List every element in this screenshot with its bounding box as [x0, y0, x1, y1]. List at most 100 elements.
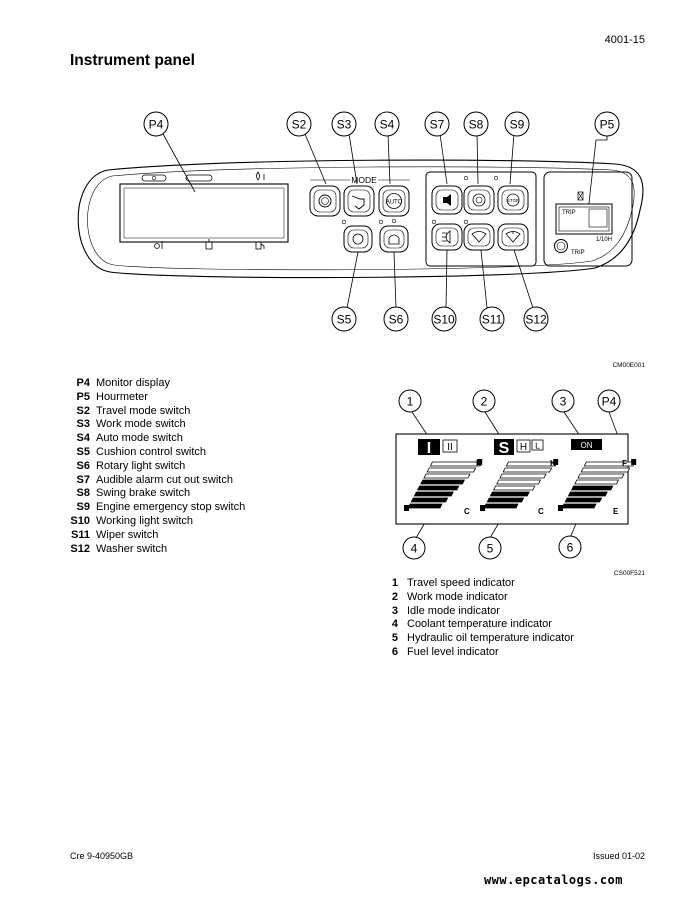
- trip-button-label: TRIP: [571, 250, 585, 256]
- callout-top: 1 2 3 P4: [398, 389, 621, 413]
- legend-item: S3 Work mode switch: [62, 418, 245, 432]
- svg-text:S6: S6: [389, 313, 404, 327]
- led-indicator: [341, 219, 347, 225]
- rotary-light-switch[interactable]: [379, 225, 409, 253]
- led-indicator: [378, 219, 384, 225]
- leader-lines: [162, 133, 608, 309]
- trip-label: TRIP: [562, 210, 576, 216]
- wiper-switch[interactable]: [463, 223, 495, 251]
- gauge-segment: [577, 473, 625, 479]
- figure-code: CS00F521: [613, 570, 645, 577]
- wiper-icon: [471, 231, 487, 243]
- legend-code: 5: [391, 632, 398, 645]
- coolant-icon: [154, 241, 163, 249]
- work-mode-switch[interactable]: [343, 185, 375, 217]
- led-indicator: [431, 219, 437, 225]
- cushion-control-switch[interactable]: [343, 225, 373, 253]
- oil-can-icon: [256, 171, 265, 181]
- legend-text: Work mode switch: [96, 418, 186, 431]
- beacon-icon: [388, 234, 400, 245]
- gauge1-high-label: H: [476, 459, 482, 468]
- gauge-cap: [480, 505, 485, 511]
- hydraulic-oil-temperature-gauge: [480, 459, 559, 511]
- hourmeter-display: [555, 203, 613, 235]
- figure-code: CM00E001: [612, 362, 645, 369]
- legend-text: Washer switch: [96, 542, 168, 555]
- coolant-temperature-gauge: [404, 459, 483, 511]
- svg-text:S2: S2: [292, 118, 307, 132]
- excavator-bucket-icon: [351, 195, 365, 210]
- gauge-cap: [558, 505, 563, 511]
- hydraulic-icon: [205, 239, 213, 250]
- page-title: Instrument panel: [70, 52, 195, 69]
- swing-brake-switch[interactable]: [463, 185, 495, 215]
- svg-text:I: I: [427, 440, 431, 457]
- legend-text: Hourmeter: [96, 390, 148, 403]
- gauge-cap: [631, 459, 637, 465]
- gauge-segment: [410, 497, 449, 503]
- gauge-segment: [580, 467, 631, 473]
- svg-text:3: 3: [560, 395, 567, 409]
- auto-mode-switch[interactable]: AUTO: [378, 185, 410, 217]
- legend-text: Wiper switch: [96, 528, 159, 541]
- legend-text: Travel speed indicator: [407, 577, 515, 589]
- svg-text:6: 6: [567, 541, 574, 555]
- gauge-segment: [483, 503, 519, 509]
- alarm-cut-out-switch[interactable]: [431, 185, 463, 215]
- legend-text: Audible alarm cut out switch: [96, 473, 233, 486]
- legend-code: S9: [76, 501, 90, 514]
- svg-text:S7: S7: [430, 118, 445, 132]
- gauge-cap: [477, 459, 483, 465]
- legend-text: Working light switch: [96, 514, 193, 527]
- svg-text:P4: P4: [602, 395, 617, 409]
- washer-switch[interactable]: [497, 223, 529, 251]
- hourglass-icon: [577, 191, 584, 201]
- monitor-display: [119, 183, 289, 243]
- gauge-segment: [499, 473, 547, 479]
- svg-text:5: 5: [487, 542, 494, 556]
- svg-text:S8: S8: [469, 118, 484, 132]
- gauge3-high-label: F: [622, 459, 627, 468]
- gauge-segment: [413, 491, 454, 497]
- gauge-segment: [496, 479, 542, 485]
- svg-text:L: L: [535, 441, 540, 451]
- svg-text:4: 4: [411, 542, 418, 556]
- document-code: Cre 9-40950GB: [70, 851, 134, 861]
- brake-icon: [472, 193, 486, 207]
- legend-code: 4: [391, 618, 398, 631]
- legend-text: Monitor display: [96, 377, 170, 389]
- legend-code: P5: [76, 390, 90, 403]
- legend-text: Swing brake switch: [96, 487, 191, 500]
- legend-code: S6: [76, 459, 90, 472]
- emergency-stop-switch[interactable]: STOP: [497, 185, 529, 215]
- led-indicator: [463, 175, 469, 181]
- mode-label: MODE: [351, 175, 377, 185]
- trip-reset-button[interactable]: [554, 239, 568, 253]
- legend-text: Travel mode switch: [96, 404, 191, 417]
- gauge-segment: [416, 485, 460, 491]
- gauge-segment: [420, 479, 466, 485]
- stop-label: STOP: [507, 198, 519, 203]
- legend-text: Rotary light switch: [96, 459, 186, 472]
- gauge-segment: [583, 461, 636, 467]
- working-light-switch[interactable]: [431, 223, 463, 251]
- work-light-icon: [442, 230, 451, 244]
- indicator-lamp: [185, 174, 213, 182]
- legend-code: S3: [76, 418, 90, 431]
- legend-code: S8: [76, 487, 90, 500]
- switch-group-frame: [425, 171, 537, 267]
- travel-mode-switch[interactable]: [309, 185, 341, 217]
